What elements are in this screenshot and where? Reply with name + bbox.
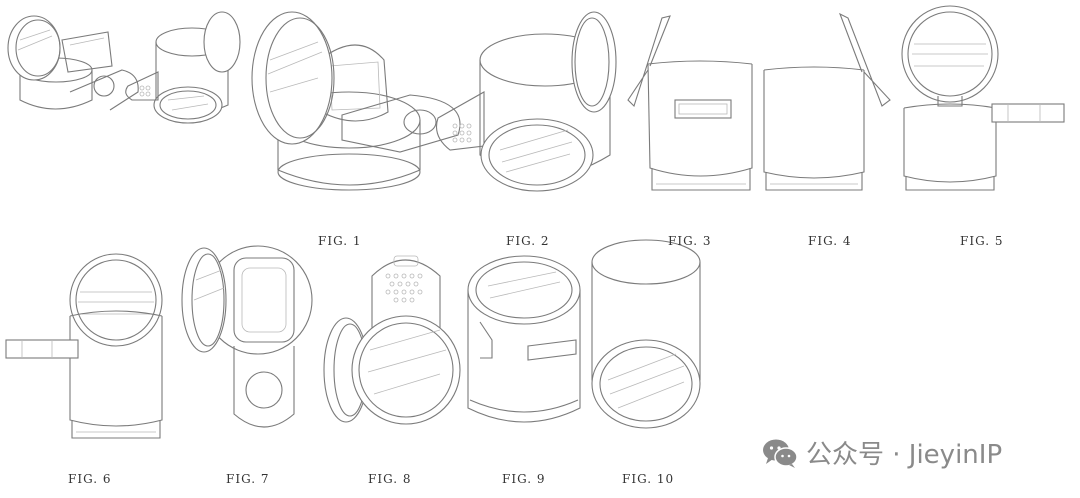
fig-3-drawing xyxy=(627,15,753,191)
fig-1-drawing xyxy=(251,11,461,191)
fig-8-label: FIG. 8 xyxy=(368,472,412,486)
fig-6-drawing xyxy=(5,253,163,439)
fig-2-label: FIG. 2 xyxy=(506,234,550,248)
fig-4-label: FIG. 4 xyxy=(808,234,852,248)
fig-2-drawing xyxy=(435,11,617,192)
thumbnail-charger-view xyxy=(125,11,241,124)
fig-5-label: FIG. 5 xyxy=(960,234,1004,248)
fig-7-drawing xyxy=(181,245,313,428)
watermark: 公众号 · JieyinIP xyxy=(762,434,1002,471)
fig-5-drawing xyxy=(901,5,1065,191)
thumbnail-stand-view xyxy=(7,15,139,111)
fig-10-label: FIG. 10 xyxy=(622,472,675,486)
fig-1-label: FIG. 1 xyxy=(318,234,362,248)
fig-6-label: FIG. 6 xyxy=(68,472,112,486)
fig-7-label: FIG. 7 xyxy=(226,472,270,486)
wechat-icon xyxy=(763,439,798,468)
fig-8-drawing xyxy=(323,255,461,425)
fig-10-drawing xyxy=(591,239,701,429)
fig-4-drawing xyxy=(763,12,891,191)
watermark-text: 公众号 · JieyinIP xyxy=(806,440,1003,470)
fig-9-label: FIG. 9 xyxy=(502,472,546,486)
fig-9-drawing xyxy=(467,255,581,423)
fig-3-label: FIG. 3 xyxy=(668,234,712,248)
